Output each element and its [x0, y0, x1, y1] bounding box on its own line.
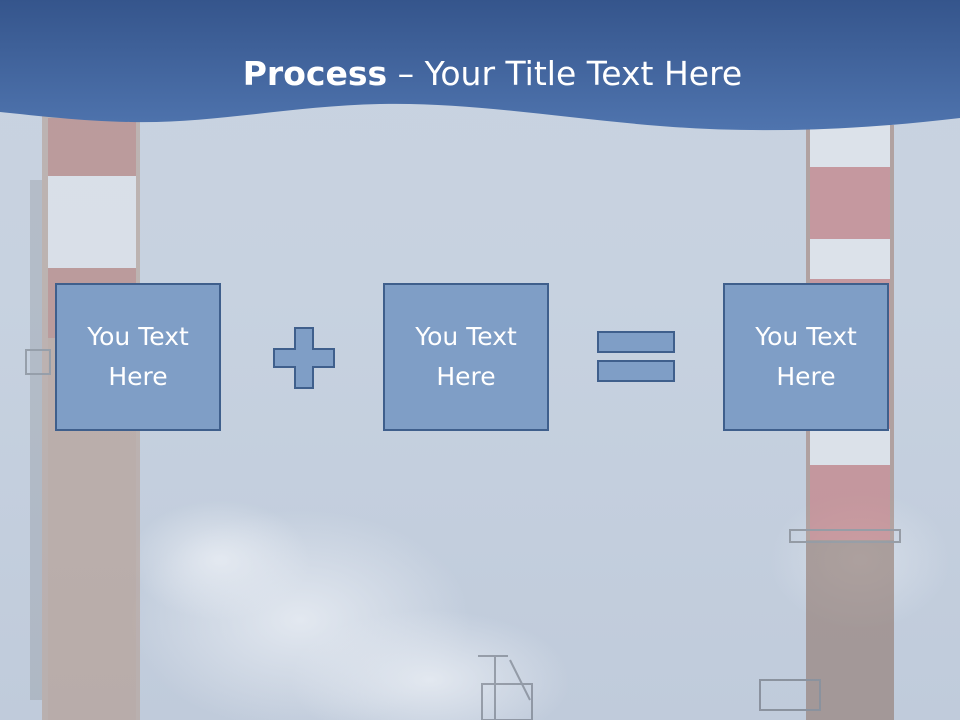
process-box-label: You Text Here	[755, 322, 857, 391]
process-box-label: You Text Here	[415, 322, 517, 391]
title-rest: – Your Title Text Here	[387, 54, 743, 93]
process-box-3: You Text Here	[723, 283, 889, 431]
process-box-label: You Text Here	[87, 322, 189, 391]
slide-title: Process – Your Title Text Here	[0, 50, 960, 98]
plus-icon	[273, 327, 335, 389]
title-banner	[0, 0, 960, 131]
title-bold: Process	[242, 54, 388, 93]
process-box-1: You Text Here	[55, 283, 221, 431]
equals-icon	[597, 331, 675, 382]
process-box-2: You Text Here	[383, 283, 549, 431]
